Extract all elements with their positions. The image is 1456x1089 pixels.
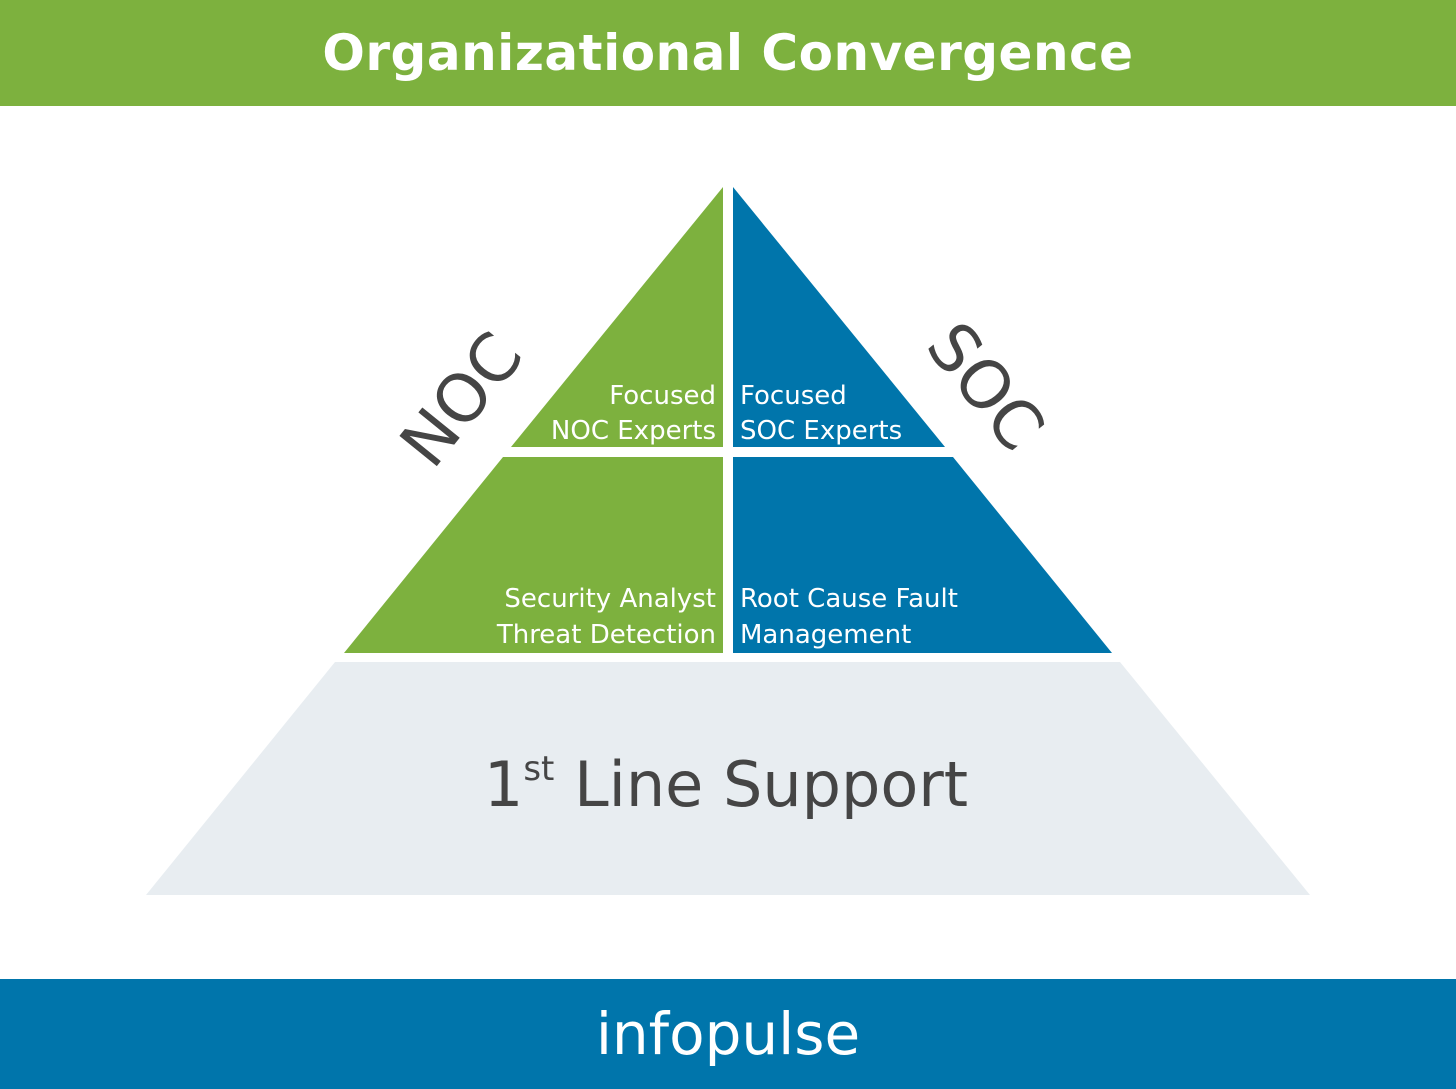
footer-bar: infopulse [0,979,1456,1089]
base-label-number: 1 [484,748,523,821]
infopulse-logo: infopulse [595,1000,861,1068]
top-left-label-line1: Focused [609,381,716,411]
pyramid-top-left-segment [511,187,723,447]
middle-right-label-line1: Root Cause Fault [740,584,958,614]
top-right-label-line2: SOC Experts [740,416,902,446]
pyramid-middle-left-segment [344,457,723,653]
pyramid-top-right-segment [733,187,945,447]
middle-left-label-line1: Security Analyst [504,584,716,614]
base-label-text: Line Support [554,748,968,821]
middle-right-label-line2: Management [740,620,911,650]
pyramid-base-segment [146,662,1310,895]
header-bar: Organizational Convergence [0,0,1456,106]
pyramid-middle-right-segment [733,457,1112,653]
middle-left-label-line2: Threat Detection [496,620,716,650]
base-label: 1st Line Support [484,748,968,821]
top-left-label-line2: NOC Experts [551,416,716,446]
top-right-label-line1: Focused [740,381,847,411]
noc-side-label: NOC [385,318,538,481]
base-label-superscript: st [523,749,554,789]
page-title: Organizational Convergence [322,24,1134,82]
